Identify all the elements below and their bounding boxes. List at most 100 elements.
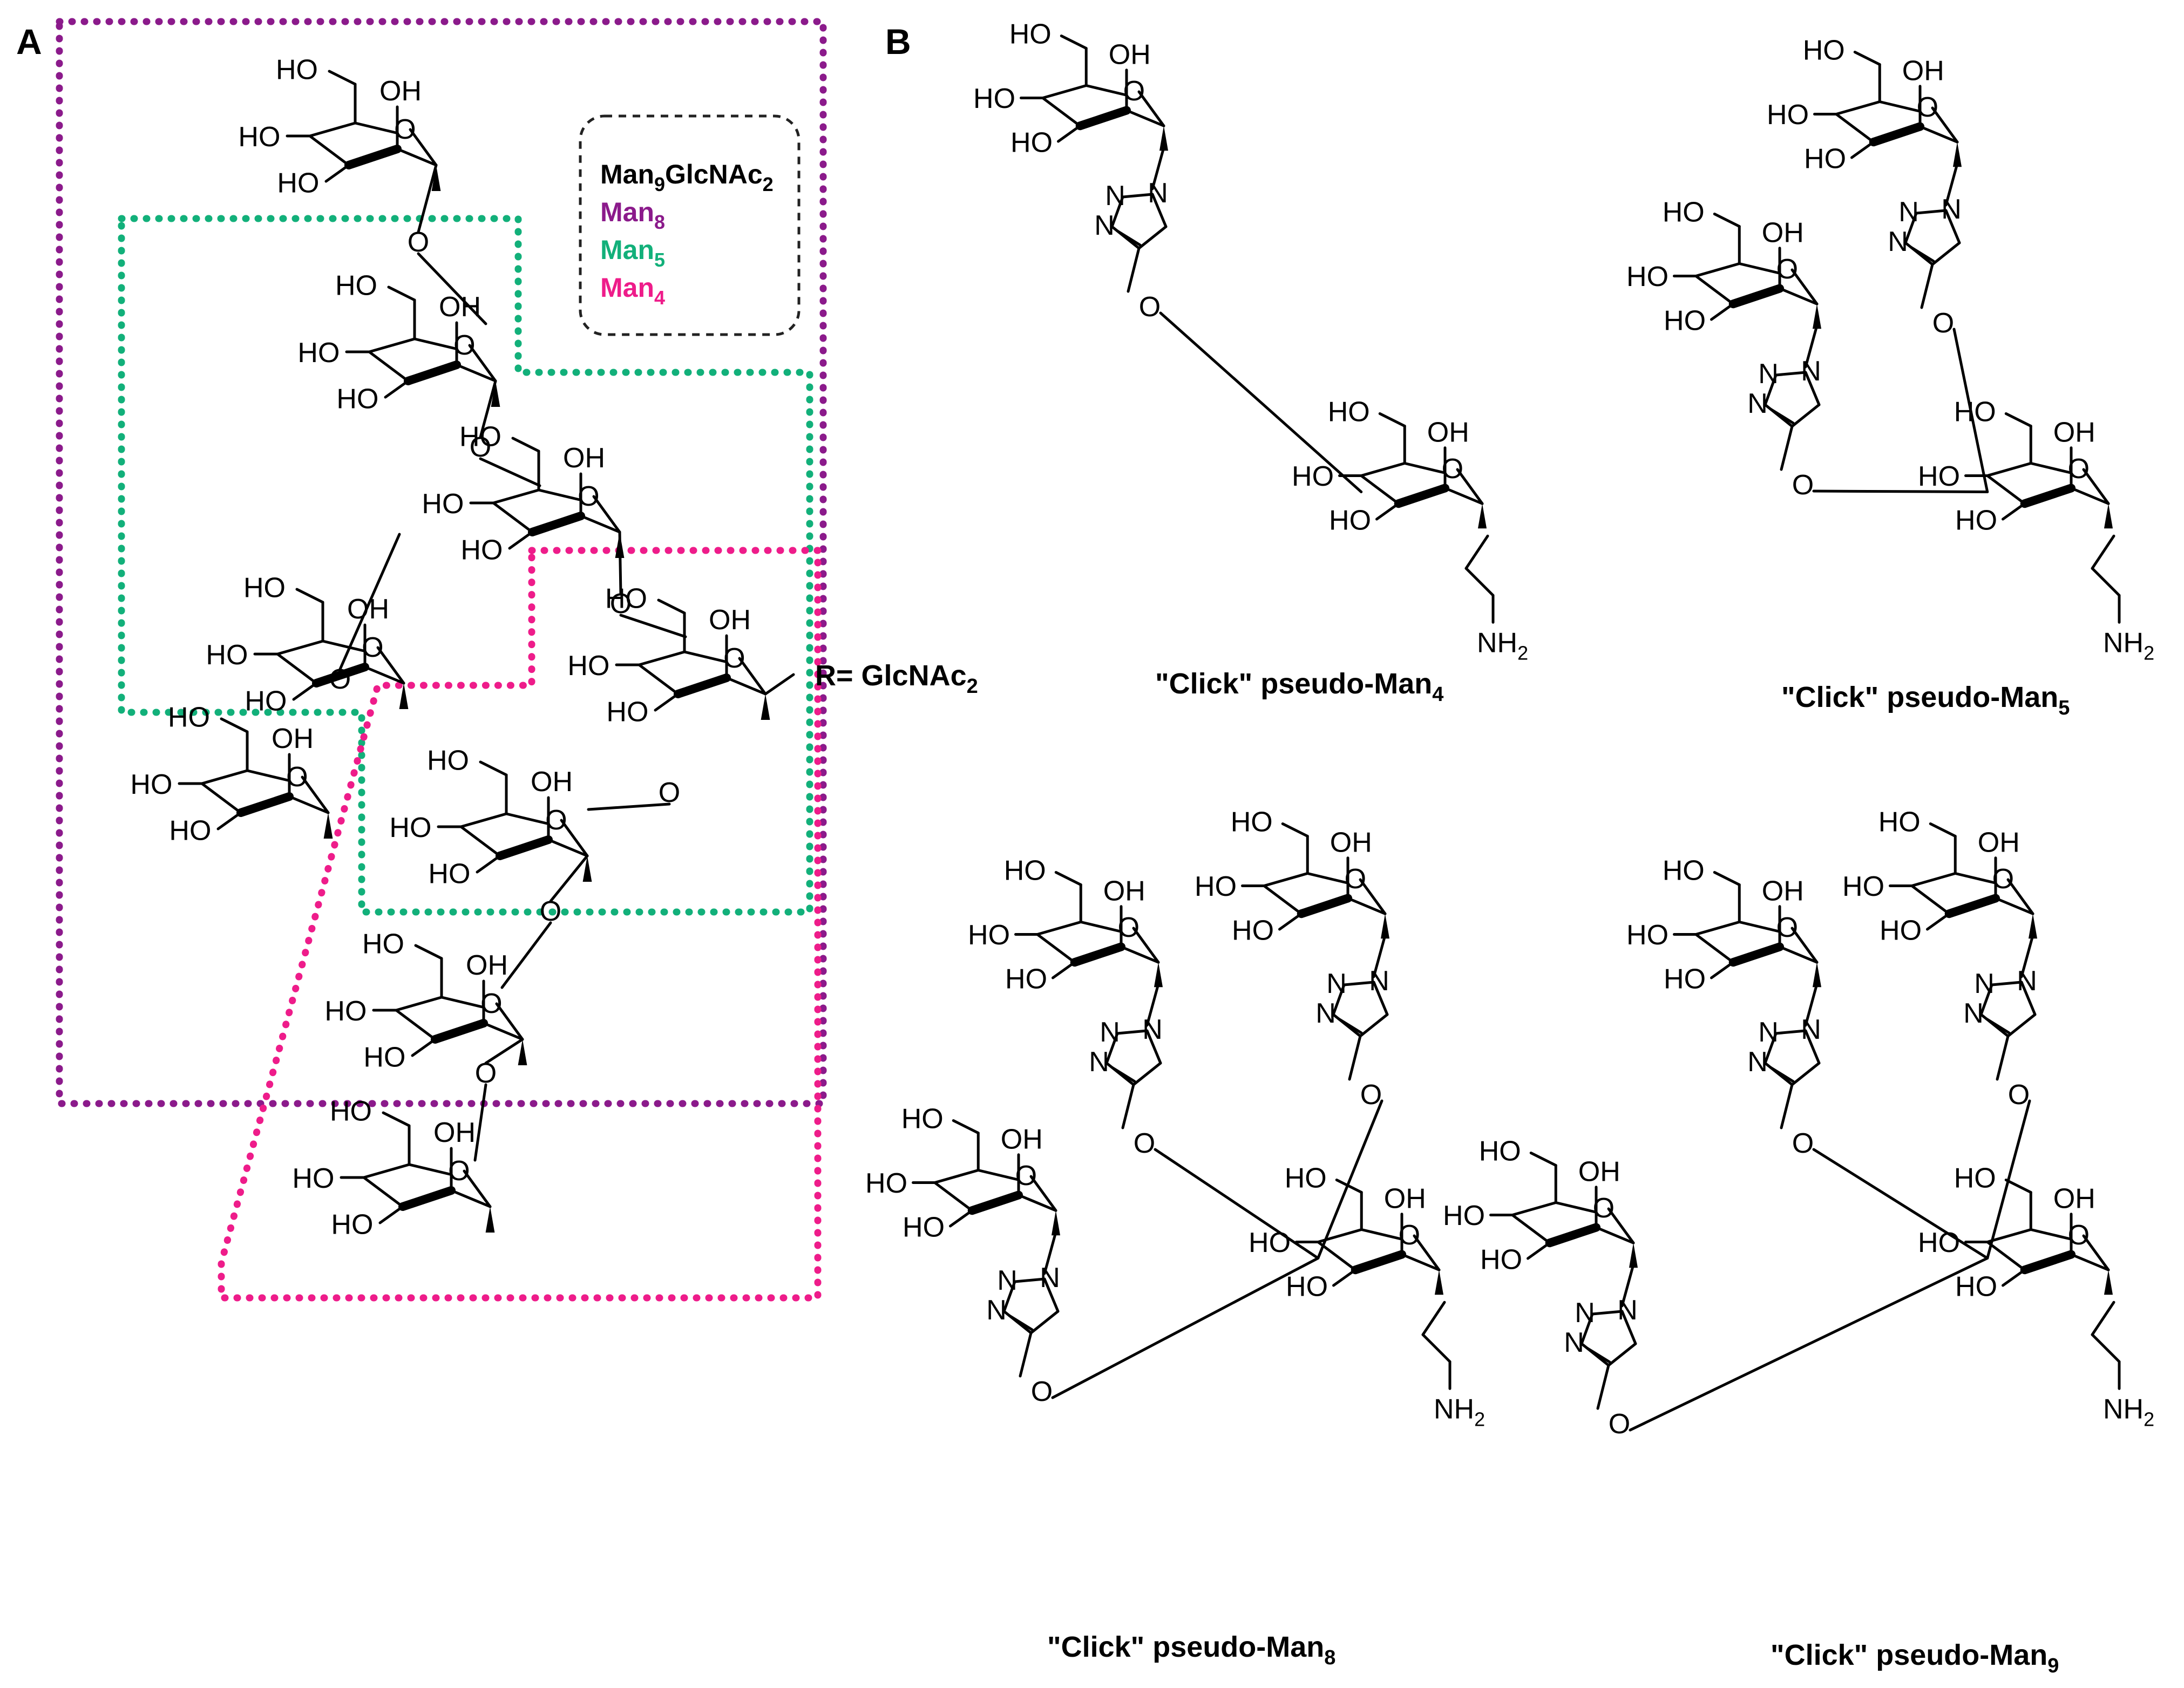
triazole-ring: NNN — [1315, 965, 1389, 1038]
anomeric-wedge — [1434, 1270, 1444, 1295]
bond-line — [1554, 1201, 1597, 1214]
bond-line — [2002, 1268, 2026, 1287]
bond-line — [1105, 1032, 1119, 1065]
hydroxyl-label: OH — [347, 594, 389, 625]
bond-line — [637, 650, 686, 666]
hydroxyl-label: HO — [1285, 1162, 1327, 1194]
bold-front-bond — [1728, 284, 1784, 309]
hydroxyl-label: HO — [168, 702, 210, 733]
bond-line — [1591, 1310, 1624, 1316]
bond-line — [395, 1009, 437, 1041]
nitrogen-label: N — [1747, 1046, 1768, 1078]
bond-line — [2004, 412, 2032, 427]
bond-line — [417, 164, 438, 234]
bond-line — [1944, 209, 1961, 244]
hydroxyl-label: HO — [903, 1212, 945, 1243]
bond-line — [413, 337, 457, 350]
bond-line — [1629, 1257, 1989, 1432]
bond-line — [301, 775, 330, 814]
bond-line — [1443, 487, 1484, 505]
bond-line — [1986, 474, 2026, 505]
bond-line — [1954, 872, 1996, 884]
bond-line — [560, 819, 589, 857]
bond-line — [368, 337, 416, 353]
anomeric-wedge — [1629, 1243, 1638, 1268]
anomeric-wedge — [2028, 914, 2038, 939]
man8-region-outline — [56, 18, 827, 1107]
bold-front-bond — [312, 663, 369, 688]
amine-label: NH2 — [2103, 627, 2154, 664]
bond-line — [1985, 1017, 2011, 1034]
bond-line — [2004, 1179, 2032, 1194]
bond-line — [1360, 462, 1406, 477]
linkage-oxygen: O — [1609, 1408, 1630, 1440]
hydroxyl-label: HO — [1010, 127, 1053, 159]
bond-line — [417, 252, 487, 325]
hydroxyl-label: OH — [1762, 217, 1804, 248]
hydroxyl-label: OH — [433, 1117, 476, 1148]
bond-line — [363, 665, 405, 685]
hydroxyl-label: HO — [1664, 305, 1706, 337]
bond-line — [1511, 1201, 1557, 1216]
nitrogen-label: N — [1758, 358, 1779, 390]
bond-line — [1780, 425, 1794, 471]
anomeric-wedge — [761, 694, 770, 720]
nitrogen-label: N — [2017, 965, 2037, 997]
nitrogen-label: N — [1369, 965, 1389, 997]
nitrogen-label: N — [997, 1265, 1018, 1296]
bold-front-bond — [344, 145, 402, 169]
anomeric-wedge — [1812, 304, 1822, 329]
aminoethyl-linker: NH2 — [1421, 1301, 1485, 1430]
hydroxyl-label: HO — [336, 383, 378, 414]
hydroxyl-label: HO — [1479, 1135, 1521, 1167]
bond-line — [1931, 106, 1959, 144]
bond-line — [1527, 1241, 1551, 1260]
bond-line — [1778, 287, 1819, 305]
anomeric-wedge — [491, 381, 500, 407]
bond-line — [2091, 567, 2121, 597]
bond-line — [1812, 489, 1989, 493]
hydroxyl-label: HO — [277, 167, 319, 199]
bond-line — [338, 533, 401, 671]
bond-line — [1812, 1148, 1989, 1260]
bond-line — [1263, 884, 1303, 915]
hydroxyl-label: OH — [1103, 875, 1145, 907]
nitrogen-label: N — [1617, 1295, 1638, 1326]
bond-line — [683, 650, 727, 663]
bond-line — [1931, 241, 1961, 266]
bond-line — [382, 1111, 411, 1127]
caption-click-pseudo-man8: "Click" pseudo-Man8 — [1047, 1631, 1335, 1669]
bond-line — [1929, 822, 1957, 838]
bold-front-bond — [1075, 106, 1131, 131]
bond-line — [324, 164, 350, 183]
legend-item-man8: Man8 — [600, 197, 665, 233]
hydroxyl-label: HO — [1955, 505, 1997, 536]
bond-line — [1360, 474, 1400, 505]
hydroxyl-label: HO — [1443, 1200, 1485, 1231]
hydroxyl-label: HO — [1664, 964, 1706, 995]
bond-line — [1710, 961, 1735, 979]
bond-line — [1029, 1310, 1060, 1335]
bond-line — [1804, 371, 1821, 406]
bold-front-bond — [528, 512, 585, 536]
hydroxyl-label: OH — [531, 766, 573, 798]
bond-line — [1036, 921, 1082, 936]
amine-label: NH2 — [1434, 1393, 1485, 1430]
anomeric-wedge — [1051, 1210, 1061, 1236]
bold-front-bond — [1070, 942, 1125, 967]
bond-line — [1041, 97, 1082, 127]
bond-line — [537, 488, 581, 501]
bond-line — [414, 944, 443, 960]
legend-item-man4: Man4 — [600, 273, 665, 309]
bond-line — [395, 996, 443, 1012]
bond-line — [1137, 90, 1165, 127]
hydroxyl-label: HO — [1663, 196, 1705, 228]
bold-front-bond — [1394, 484, 1449, 508]
bond-line — [308, 121, 357, 138]
bond-line — [1850, 140, 1875, 159]
bond-line — [200, 769, 249, 785]
